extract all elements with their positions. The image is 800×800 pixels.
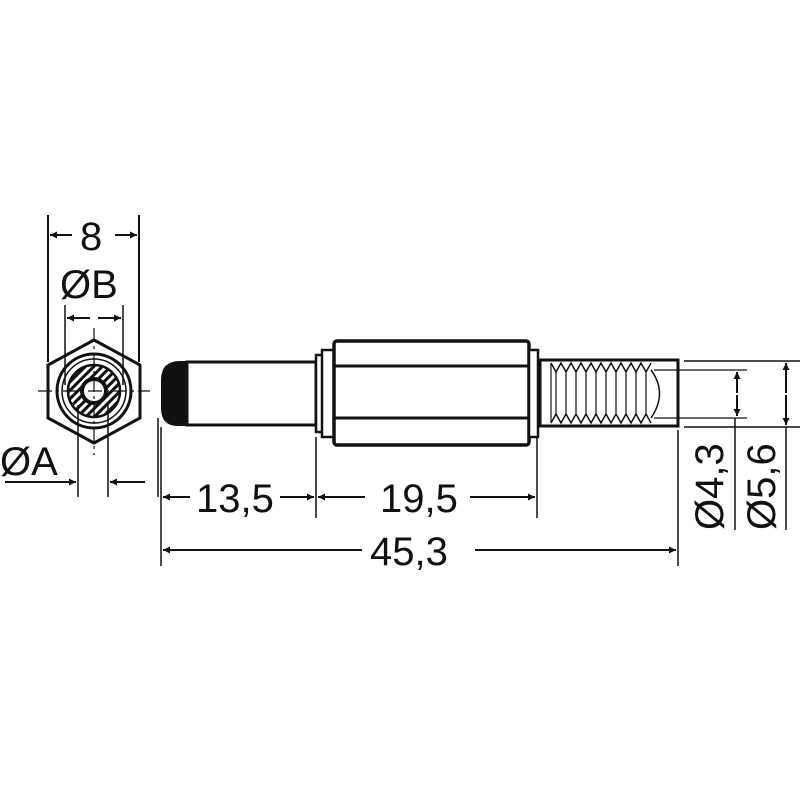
dimension-lines bbox=[160, 427, 676, 566]
total-length-label: 45,3 bbox=[370, 530, 448, 574]
side-view bbox=[161, 339, 800, 566]
inner-diameter-label: ØB bbox=[60, 263, 118, 307]
body-length-label: 19,5 bbox=[380, 477, 458, 521]
width-label: 8 bbox=[80, 215, 103, 259]
outer-bore-label: Ø5,6 bbox=[740, 443, 784, 530]
outer-diameter-label: ØA bbox=[0, 440, 58, 484]
end-view bbox=[5, 215, 159, 497]
inner-bore-label: Ø4,3 bbox=[688, 443, 732, 530]
tip-length-label: 13,5 bbox=[196, 477, 274, 521]
